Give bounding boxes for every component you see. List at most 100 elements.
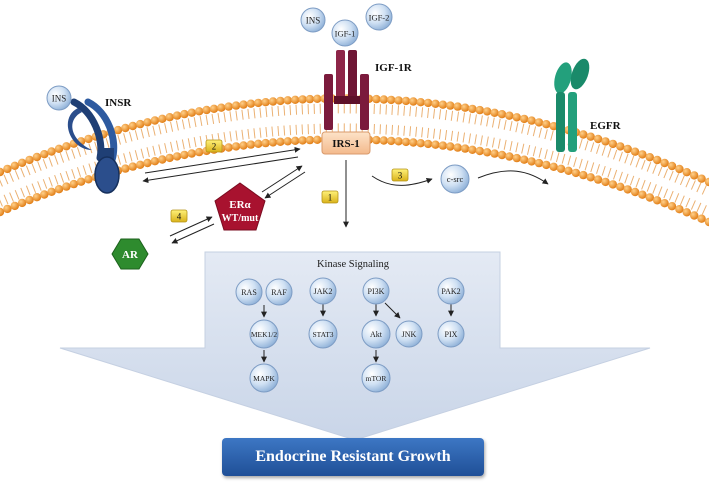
signaling-arrow-panel xyxy=(59,251,651,441)
lipid-head xyxy=(291,136,300,145)
lipid-head xyxy=(490,108,499,118)
lipid-head xyxy=(372,135,381,145)
lipid-head xyxy=(283,96,292,105)
lipid-head xyxy=(423,139,433,149)
lipid-head xyxy=(239,141,248,150)
lipid-head xyxy=(231,101,241,110)
cell-membrane xyxy=(0,94,709,227)
lipid-head xyxy=(305,94,315,104)
lipid-head xyxy=(121,164,130,173)
lipid-head xyxy=(298,136,307,145)
badge-label: 1 xyxy=(328,193,333,203)
badge-1: 1 xyxy=(321,190,339,204)
ligand-label: IGF-1 xyxy=(335,29,356,39)
lipid-head xyxy=(113,125,123,135)
lipid-head xyxy=(630,147,640,156)
ligand-label: INS xyxy=(52,94,67,104)
lipid-head xyxy=(187,108,196,117)
lipid-head xyxy=(387,95,396,105)
lipid-head xyxy=(475,105,484,115)
lipid-head xyxy=(305,135,315,145)
lipid-head xyxy=(579,130,588,139)
kinase-title: Kinase Signaling xyxy=(317,259,390,270)
arrows xyxy=(142,146,549,244)
lipid-head xyxy=(542,160,551,170)
lipid-head xyxy=(527,116,536,125)
lipid-head xyxy=(468,145,477,154)
lipid-head xyxy=(3,164,12,174)
node-stat3: STAT3 xyxy=(308,319,338,349)
lipid-head xyxy=(394,137,403,146)
lipid-head xyxy=(276,137,285,146)
badge-label: 2 xyxy=(212,142,217,152)
lipid-head xyxy=(520,114,529,124)
lipid-head xyxy=(187,149,196,158)
lipid-head xyxy=(165,153,174,163)
lipid-head xyxy=(638,150,647,159)
lipid-head xyxy=(534,158,544,168)
lipid-head xyxy=(394,96,403,105)
node-jak2: JAK2 xyxy=(309,277,337,305)
lipid-head xyxy=(593,134,603,144)
lipid-head xyxy=(630,187,640,197)
igf1r-label: IGF-1R xyxy=(375,62,413,74)
lipid-head xyxy=(667,161,677,171)
node-label: STAT3 xyxy=(312,330,333,339)
badge-label: 4 xyxy=(177,212,182,222)
node-pix: PIX xyxy=(437,320,465,348)
lipid-head xyxy=(150,116,160,125)
ligand-label: INS xyxy=(306,16,321,26)
lipid-head xyxy=(653,196,662,205)
lipid-head xyxy=(520,155,529,164)
lipid-head xyxy=(653,155,662,165)
lipid-head xyxy=(483,107,492,116)
lipid-head xyxy=(579,170,588,180)
lipid-head xyxy=(54,185,64,194)
lipid-head xyxy=(202,105,211,115)
lipid-head xyxy=(667,202,677,211)
lipid-head xyxy=(0,167,5,177)
badge-4: 4 xyxy=(170,209,188,223)
lipid-head xyxy=(143,118,152,127)
lipid-head xyxy=(475,146,484,156)
lipid-head xyxy=(261,98,270,107)
lipid-head xyxy=(254,98,263,108)
lipid-head xyxy=(423,98,433,108)
node-label: mTOR xyxy=(366,374,387,383)
node-label: JAK2 xyxy=(314,287,333,296)
lipid-head xyxy=(571,168,581,178)
csrc-node: c-src xyxy=(440,164,470,194)
lipid-head xyxy=(416,98,425,107)
lipid-head xyxy=(601,177,610,187)
er-sublabel: WT/mut xyxy=(222,213,259,224)
lipid-head xyxy=(32,152,42,162)
lipid-head xyxy=(512,153,521,163)
node-label: JNK xyxy=(402,330,417,339)
lipid-head xyxy=(446,142,455,151)
lipid-head xyxy=(17,198,27,208)
lipid-head xyxy=(675,205,684,214)
lipid-head xyxy=(54,144,64,153)
lipid-head xyxy=(0,207,5,217)
ligand-igf1: IGF-1 xyxy=(331,19,359,47)
node-label: PAK2 xyxy=(441,287,460,296)
node-label: RAS xyxy=(241,288,257,297)
ar-node: AR xyxy=(111,238,149,270)
lipid-head xyxy=(62,142,71,151)
lipid-head xyxy=(401,137,411,147)
lipid-head xyxy=(638,190,647,199)
lipid-head xyxy=(379,95,388,104)
lipid-head xyxy=(690,171,699,180)
node-raf: RAF xyxy=(265,278,293,306)
lipid-head xyxy=(209,104,219,114)
lipid-head xyxy=(556,164,566,173)
lipid-head xyxy=(512,113,521,122)
badge-3: 3 xyxy=(391,168,409,182)
lipid-head xyxy=(431,99,440,109)
lipid-head xyxy=(497,110,507,119)
lipid-head xyxy=(17,158,27,167)
lipid-head xyxy=(645,153,654,162)
lipid-head xyxy=(217,103,226,112)
ar-label: AR xyxy=(122,249,139,261)
